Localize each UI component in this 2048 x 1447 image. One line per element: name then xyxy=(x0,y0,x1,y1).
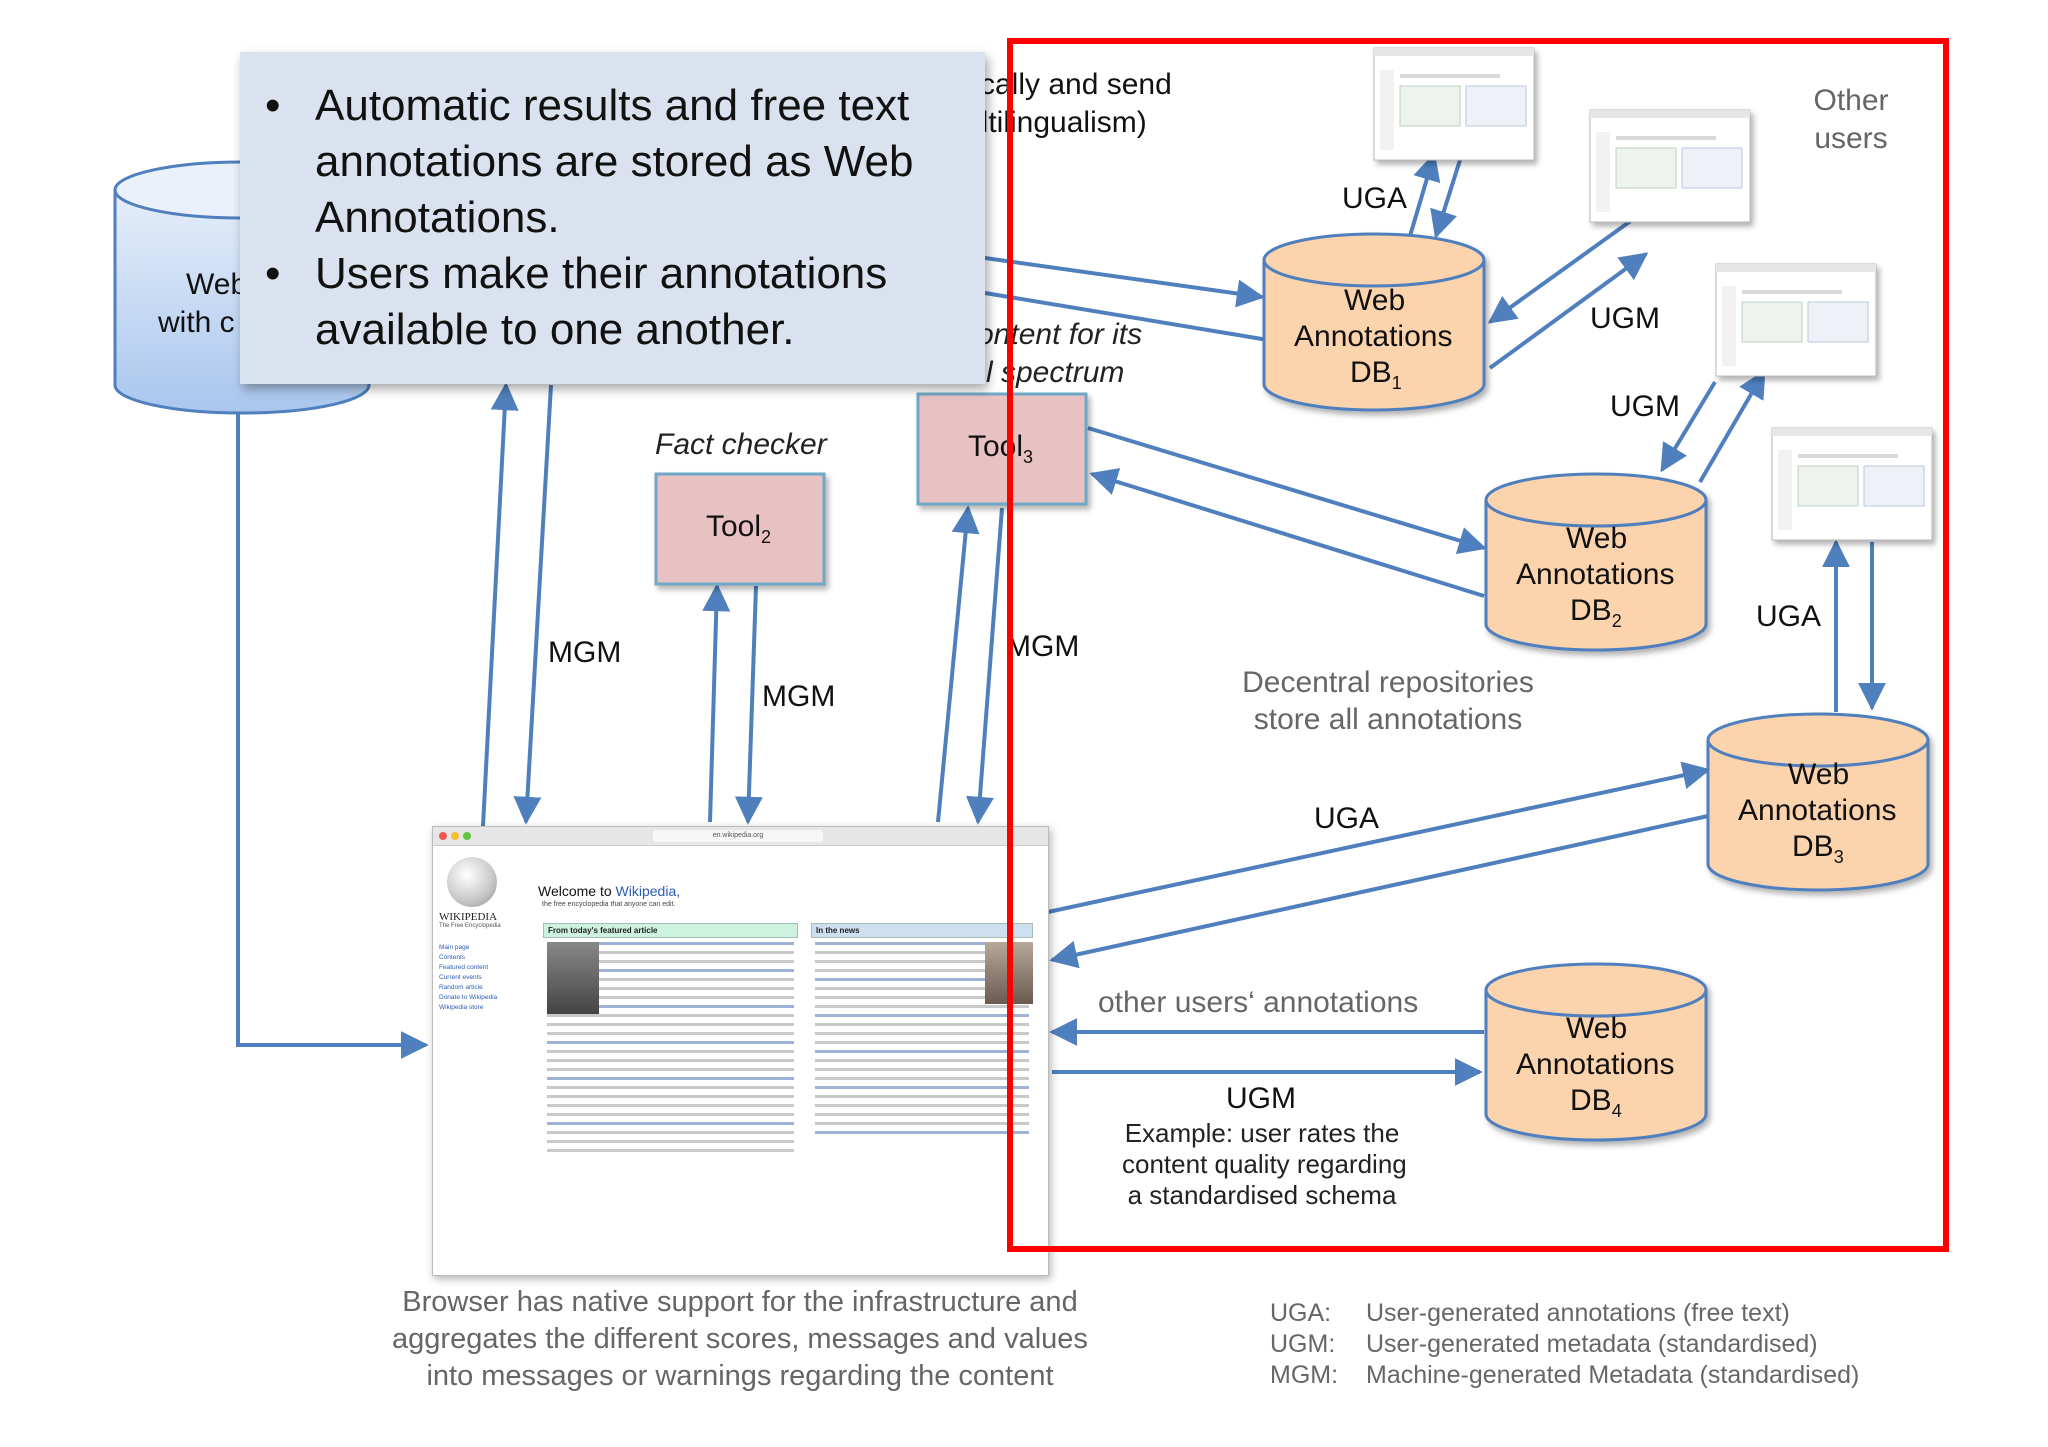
wiki-welcome: Welcome to Wikipedia, xyxy=(538,883,681,899)
browser-caption: Browser has native support for the infra… xyxy=(392,1286,1088,1392)
callout-box: Automatic results and free text annotati… xyxy=(240,52,985,384)
callout-bullets: Automatic results and free text annotati… xyxy=(240,52,985,358)
db1-cylinder xyxy=(1262,232,1486,412)
address-bar[interactable]: en.wikipedia.org xyxy=(653,830,823,842)
legend-row: UGM:User-generated metadata (standardise… xyxy=(1270,1330,1818,1358)
db1-label-3: DB1 xyxy=(1350,356,1402,393)
left-db-label-1: Web xyxy=(186,268,248,301)
arrow-db1-to-screen2 xyxy=(1488,252,1649,370)
arrow-top-screen-to-db1 xyxy=(1430,159,1462,239)
arrow-screen2-to-db1 xyxy=(1487,218,1634,324)
close-dot-icon[interactable] xyxy=(439,832,447,840)
user-screenshot-2 xyxy=(1589,109,1751,223)
db3-cylinder xyxy=(1706,712,1930,892)
arrow-tool3-to-db2 xyxy=(1087,426,1487,555)
wiki-nav-item[interactable]: Wikipedia store xyxy=(439,1004,484,1011)
db2-label-1: Web xyxy=(1566,522,1628,555)
arrow-screen3-to-db2 xyxy=(1660,380,1717,473)
db3-label-3: DB3 xyxy=(1792,830,1844,867)
label-mgm-tool2: MGM xyxy=(762,680,836,713)
wiki-tagline: The Free Encyclopedia xyxy=(439,923,501,929)
arrow-db3-to-browser xyxy=(1049,814,1709,969)
db4-label-1: Web xyxy=(1566,1012,1628,1045)
label-ugm-db4: UGM xyxy=(1226,1082,1296,1115)
wiki-nav: Main page Contents Featured content Curr… xyxy=(439,943,509,1013)
arrow-browser-to-db3 xyxy=(1047,761,1711,914)
legend: UGA:User-generated annotations (free tex… xyxy=(1270,1298,1859,1391)
arrow-source-to-db1 xyxy=(984,256,1265,308)
callout-bullet: Automatic results and free text annotati… xyxy=(265,78,965,246)
label-uga-db3: UGA xyxy=(1756,600,1822,633)
arrow-tool2-down xyxy=(734,585,763,825)
arrow-leftdb-to-browser xyxy=(236,412,429,1059)
arrow-tool3-up xyxy=(936,505,980,823)
wiki-wordmark: WIKIPEDIA xyxy=(439,911,498,923)
arrow-mgm-browser-up xyxy=(481,382,519,827)
arrow-db2-to-tool3 xyxy=(1089,468,1485,598)
label-mgm-left: MGM xyxy=(548,636,622,669)
other-users-label: Other users xyxy=(1813,84,1889,155)
db3-label-2: Annotations xyxy=(1738,794,1897,827)
example-note: Example: user rates the content quality … xyxy=(1122,1118,1407,1210)
fact-checker-caption: Fact checker xyxy=(655,428,827,461)
label-uga-db1: UGA xyxy=(1342,182,1408,215)
label-ugm-db1: UGM xyxy=(1590,302,1660,335)
wiki-nav-item[interactable]: Random article xyxy=(439,984,483,991)
label-mgm-tool3: MGM xyxy=(1006,630,1080,663)
db4-label-3: DB4 xyxy=(1570,1084,1622,1121)
label-uga-browser: UGA xyxy=(1314,802,1380,835)
wiki-main: Welcome to Wikipedia, the free encyclope… xyxy=(538,883,1038,908)
featured-portrait xyxy=(547,942,599,1014)
legend-row: MGM:Machine-generated Metadata (standard… xyxy=(1270,1361,1860,1389)
wiki-welcome-sub: the free encyclopedia that anyone can ed… xyxy=(542,901,676,908)
maximize-dot-icon[interactable] xyxy=(463,832,471,840)
wiki-nav-item[interactable]: Main page xyxy=(439,944,470,951)
wiki-nav-item[interactable]: Current events xyxy=(439,974,482,981)
label-other-users-annotations: other users‘ annotations xyxy=(1098,986,1419,1019)
wiki-welcome-link[interactable]: Wikipedia, xyxy=(615,883,681,899)
wiki-nav-item[interactable]: Donate to Wikipedia xyxy=(439,994,498,1001)
browser-toolbar: en.wikipedia.org xyxy=(433,827,1048,846)
browser-window: en.wikipedia.org WIKIPEDIA The Free Ency… xyxy=(432,826,1049,1276)
highlight-frame xyxy=(1007,38,1949,1252)
news-text xyxy=(811,942,1033,1134)
db1-label-2: Annotations xyxy=(1294,320,1453,353)
featured-article-header: From today's featured article xyxy=(543,923,798,938)
arrow-mgm-down-browser xyxy=(513,384,553,825)
wiki-nav-item[interactable]: Contents xyxy=(439,954,466,961)
db2-label-2: Annotations xyxy=(1516,558,1675,591)
news-header: In the news xyxy=(811,923,1033,938)
wikipedia-globe-icon xyxy=(447,857,497,907)
user-screenshot-1 xyxy=(1373,47,1535,161)
arrow-db2-to-screen3 xyxy=(1698,369,1766,484)
db4-cylinder xyxy=(1484,962,1708,1142)
tool3-label: Tool3 xyxy=(968,430,1034,467)
tool2-box xyxy=(654,472,826,586)
connector-arrows xyxy=(236,152,1886,1086)
arrow-db1-back xyxy=(984,291,1269,342)
callout-bullet: Users make their annotations available t… xyxy=(265,246,965,358)
db3-label-1: Web xyxy=(1788,758,1850,791)
user-screenshot-3 xyxy=(1715,263,1877,377)
wiki-sidebar: WIKIPEDIA The Free Encyclopedia Main pag… xyxy=(439,857,509,1013)
db2-cylinder xyxy=(1484,472,1708,652)
arrow-tool2-up xyxy=(702,583,731,823)
db2-label-3: DB2 xyxy=(1570,594,1622,631)
legend-row: UGA:User-generated annotations (free tex… xyxy=(1270,1299,1790,1327)
repositories-note: Decentral repositories store all annotat… xyxy=(1242,666,1534,736)
tool3-box xyxy=(916,392,1088,506)
tool2-label: Tool2 xyxy=(706,510,772,547)
minimize-dot-icon[interactable] xyxy=(451,832,459,840)
wiki-nav-item[interactable]: Featured content xyxy=(439,964,489,971)
db4-label-2: Annotations xyxy=(1516,1048,1675,1081)
left-db-label-2: with c xyxy=(158,306,235,339)
tool3-caption-1: content for its xyxy=(962,318,1143,351)
label-ugm-db2: UGM xyxy=(1610,390,1680,423)
arrow-db1-to-top-screen xyxy=(1408,152,1441,237)
user-screenshot-4 xyxy=(1771,427,1933,541)
featured-article-text xyxy=(543,942,798,1152)
db1-label-1: Web xyxy=(1344,284,1406,317)
arrow-tool3-down xyxy=(965,507,1004,825)
